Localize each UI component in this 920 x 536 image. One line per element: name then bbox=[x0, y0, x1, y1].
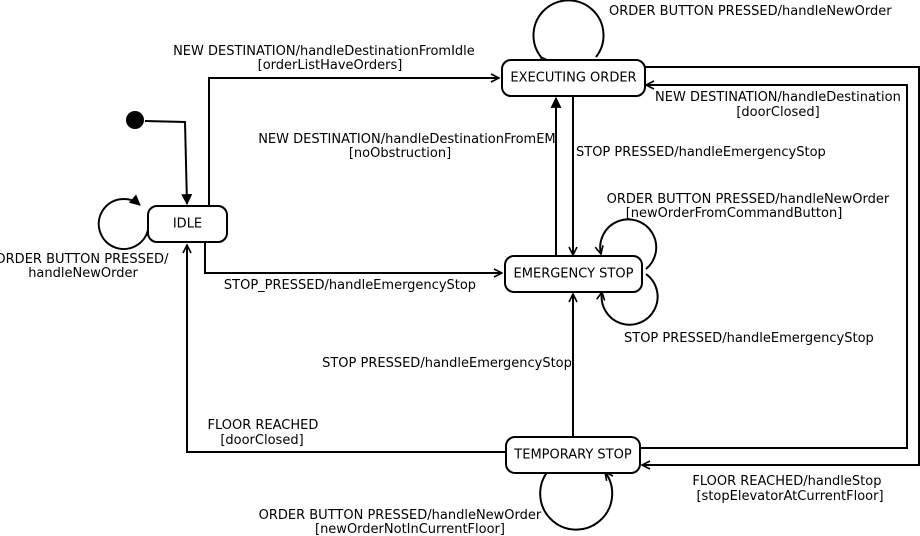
idle-to-executing-label: NEW DESTINATION/handleDestinationFromIdl… bbox=[173, 44, 479, 73]
temporary-to-idle-label: FLOOR REACHED [doorClosed] bbox=[207, 418, 322, 448]
state-label: TEMPORARY STOP bbox=[513, 448, 632, 463]
edge-idle-to-emergency bbox=[204, 242, 502, 273]
executing-self-loop-label: ORDER BUTTON PRESSED/handleNewOrder bbox=[609, 4, 892, 19]
initial-transition-arrow bbox=[144, 120, 193, 206]
loop-idle-order bbox=[97, 194, 149, 250]
state-label: EMERGENCY STOP bbox=[514, 267, 634, 282]
edge-idle-to-executing bbox=[208, 78, 499, 207]
idle-self-loop-label: ORDER BUTTON PRESSED/ handleNewOrder bbox=[0, 252, 173, 281]
temporary-order-loop-label: ORDER BUTTON PRESSED/handleNewOrder [new… bbox=[259, 508, 546, 536]
loop-temporary-order bbox=[539, 469, 612, 531]
state-label: IDLE bbox=[173, 217, 202, 232]
emergency-stop-loop-label: STOP PRESSED/handleEmergencyStop bbox=[624, 331, 874, 346]
edge-temporary-to-idle bbox=[187, 245, 505, 453]
idle-to-emergency-label: STOP_PRESSED/handleEmergencyStop bbox=[224, 278, 476, 293]
loop-emergency-order bbox=[600, 218, 658, 270]
emergency-to-executing-label: NEW DESTINATION/handleDestinationFromEM … bbox=[258, 132, 560, 161]
state-idle: IDLE bbox=[147, 205, 228, 243]
executing-to-temporary-label: FLOOR REACHED/handleStop [stopElevatorAt… bbox=[692, 474, 885, 504]
initial-state-dot bbox=[126, 111, 144, 129]
edge-executing-to-temporary bbox=[642, 66, 920, 465]
temporary-to-executing-label: NEW DESTINATION/handleDestination [doorC… bbox=[655, 90, 905, 120]
loop-executing-order bbox=[532, 0, 605, 57]
edge-temporary-to-executing bbox=[640, 85, 908, 449]
state-label: EXECUTING ORDER bbox=[510, 71, 636, 86]
state-temporary-stop: TEMPORARY STOP bbox=[505, 436, 641, 474]
emergency-order-loop-label: ORDER BUTTON PRESSED/handleNewOrder [new… bbox=[607, 192, 894, 221]
temporary-to-emergency-label: STOP PRESSED/handleEmergencyStop bbox=[322, 356, 572, 371]
executing-to-emergency-label: STOP PRESSED/handleEmergencyStop bbox=[576, 145, 826, 160]
state-executing-order: EXECUTING ORDER bbox=[501, 59, 646, 97]
loop-emergency-stop bbox=[602, 273, 659, 326]
state-emergency-stop: EMERGENCY STOP bbox=[504, 255, 643, 293]
